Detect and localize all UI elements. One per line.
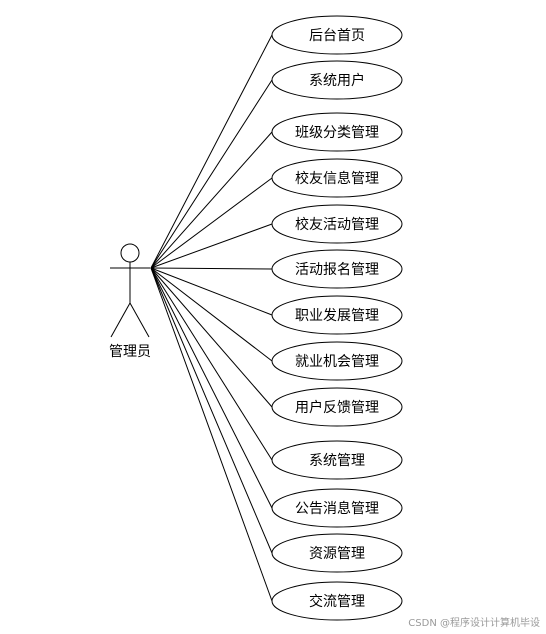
association-line [150, 34, 273, 269]
use-case-label: 活动报名管理 [295, 262, 379, 278]
use-case: 就业机会管理 [271, 341, 403, 381]
use-case: 校友活动管理 [271, 204, 403, 244]
association-line [150, 267, 273, 408]
use-case-label: 公告消息管理 [295, 500, 379, 517]
use-case-ellipse [271, 581, 403, 621]
actor-admin: 管理员 [109, 243, 151, 360]
use-case-label: 系统用户 [309, 72, 365, 89]
association-line [150, 223, 273, 269]
association-line [150, 131, 273, 269]
use-case-label: 交流管理 [309, 593, 365, 610]
use-case-ellipse [271, 341, 403, 381]
use-case-ellipse [271, 488, 403, 528]
use-case-label: 职业发展管理 [295, 308, 379, 324]
association-line [150, 177, 273, 269]
use-case-ellipse [271, 15, 403, 55]
use-case-label: 后台首页 [309, 28, 365, 44]
use-case-ellipse [271, 249, 403, 289]
use-case-label: 校友信息管理 [295, 170, 379, 187]
use-case-label: 用户反馈管理 [295, 399, 379, 416]
use-case-ellipse [271, 533, 403, 573]
association-line [150, 79, 273, 269]
use-case-ellipse [271, 204, 403, 244]
association-line [150, 267, 273, 461]
use-case: 职业发展管理 [271, 295, 403, 335]
use-case-label: 校友活动管理 [295, 216, 379, 233]
use-case: 用户反馈管理 [271, 387, 403, 427]
use-case-ellipse [271, 295, 403, 335]
association-line [150, 267, 273, 270]
association-line [150, 267, 273, 316]
use-case-ellipse [271, 387, 403, 427]
association-lines [150, 34, 273, 602]
association-line [150, 267, 273, 509]
use-case-ellipse [271, 440, 403, 480]
use-case-label: 资源管理 [309, 546, 365, 562]
use-case: 后台首页 [271, 15, 403, 55]
use-case: 系统用户 [271, 60, 403, 100]
actor-label: 管理员 [109, 344, 151, 360]
use-case: 资源管理 [271, 533, 403, 573]
association-line [150, 267, 273, 602]
use-case: 系统管理 [271, 440, 403, 480]
use-case-label: 系统管理 [309, 453, 365, 469]
use-case: 活动报名管理 [271, 249, 403, 289]
actor-left-leg [110, 302, 131, 338]
use-case-ellipse [271, 158, 403, 198]
use-case: 公告消息管理 [271, 488, 403, 528]
association-line [150, 267, 273, 554]
use-case-ellipse [271, 60, 403, 100]
use-case: 交流管理 [271, 581, 403, 621]
actor-head [120, 243, 140, 263]
use-cases: 后台首页系统用户班级分类管理校友信息管理校友活动管理活动报名管理职业发展管理就业… [271, 15, 403, 621]
use-case-ellipse [271, 112, 403, 152]
use-case: 校友信息管理 [271, 158, 403, 198]
use-case: 班级分类管理 [271, 112, 403, 152]
actor-right-leg [129, 302, 150, 338]
use-case-label: 就业机会管理 [295, 354, 379, 370]
watermark: CSDN @程序设计计算机毕设 [408, 618, 540, 629]
use-case-label: 班级分类管理 [295, 125, 379, 141]
association-line [150, 267, 273, 362]
